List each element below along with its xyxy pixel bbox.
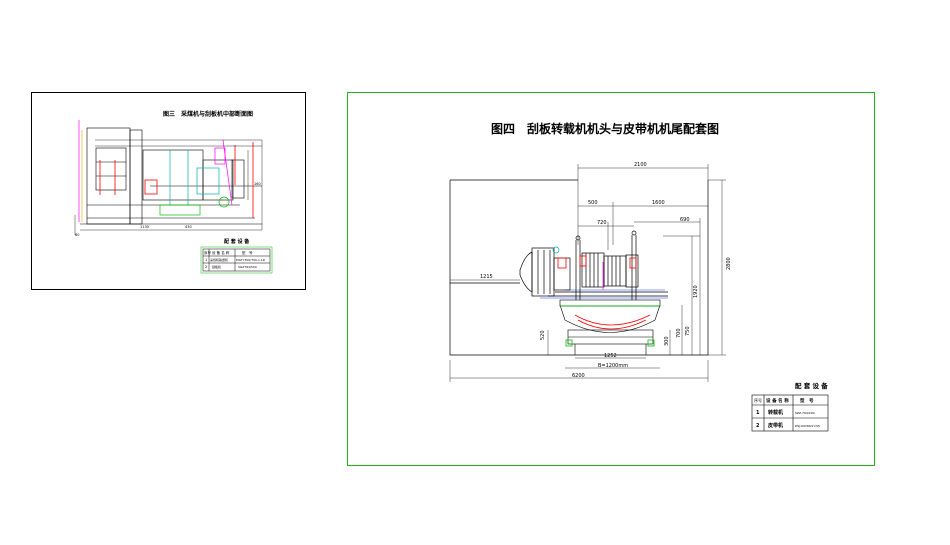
belt-tail — [559, 299, 661, 355]
right-table-r0c0: 1 — [756, 410, 760, 416]
dim-1252: 1252 — [604, 353, 617, 359]
left-dim-1130: 1130 — [140, 225, 149, 229]
dim-1920: 1920 — [693, 285, 699, 298]
left-table-r1c0: 2 — [205, 265, 207, 269]
dim-belt-width: B=1200mm — [598, 363, 628, 369]
left-support-parts — [169, 150, 220, 205]
dim-1215: 1215 — [480, 274, 493, 280]
belt-frame — [540, 289, 668, 299]
left-green-parts — [159, 196, 230, 216]
right-green-details — [560, 305, 660, 347]
left-table-r0c1: 采煤机输送机 — [210, 257, 228, 262]
right-table-lines — [751, 394, 829, 432]
right-table-heading: 配 套 设 备 — [795, 381, 828, 390]
right-table-h0: 序号 — [754, 397, 762, 403]
right-outline — [449, 179, 709, 356]
left-table-r1c1: 刮板机 — [212, 264, 221, 269]
right-table-r1c2: DSJ100/80/2×55 — [795, 424, 820, 428]
left-table-h1: 设 备 名 称 — [212, 250, 230, 255]
right-dimension-lines — [449, 164, 726, 382]
left-table-h2: 型 号 — [242, 250, 253, 255]
right-posts — [575, 230, 637, 300]
left-drawing-sheet — [31, 92, 306, 290]
left-table-r1c2: SGZ764/500 — [238, 265, 257, 269]
right-table-h1: 设 备 名 称 — [766, 397, 789, 404]
dim-700: 700 — [676, 328, 682, 338]
right-sheet-title: 图四 刮板转载机机头与皮带机机尾配套图 — [491, 121, 719, 136]
left-dimension-lines — [74, 139, 263, 235]
dim-2100: 2100 — [634, 162, 647, 168]
left-table-r0c0: 1 — [205, 258, 207, 262]
right-red-details — [557, 255, 651, 330]
left-sheet-title: 图三 采煤机与刮板机中部断面图 — [163, 110, 253, 118]
left-table-lines — [202, 248, 271, 272]
left-red-details — [99, 142, 254, 218]
dim-1600: 1600 — [652, 200, 665, 206]
left-table-r0c2: MGTY300/700-1.1D — [236, 258, 266, 262]
left-dim-430: 430 — [185, 225, 192, 229]
right-cyan-details — [552, 246, 560, 254]
dim-750: 750 — [685, 326, 691, 336]
dim-2800: 2800 — [726, 257, 732, 270]
right-table-h2: 型 号 — [800, 397, 814, 404]
dim-690: 690 — [680, 217, 690, 223]
transfer-head — [519, 247, 668, 297]
left-table-border — [200, 246, 273, 274]
dim-300: 300 — [664, 336, 670, 346]
right-table-r0c2: SZZ-764/200 — [795, 411, 815, 415]
dim-6200: 6200 — [572, 373, 585, 379]
dim-520: 520 — [540, 330, 546, 340]
left-dim-60: 60 — [75, 233, 79, 237]
dim-500: 500 — [588, 200, 598, 206]
left-table-heading: 配 套 设 备 — [224, 238, 250, 245]
right-table-r1c1: 皮带机 — [767, 422, 783, 429]
right-drawing-sheet — [347, 92, 875, 466]
left-table-h0: 序号 — [204, 250, 211, 255]
right-table-r1c0: 2 — [756, 423, 760, 429]
right-table-r0c1: 转载机 — [768, 409, 783, 416]
left-shearer-body — [80, 127, 262, 225]
left-dim-160: 160 — [254, 182, 261, 186]
left-magenta-parts — [214, 139, 233, 206]
dim-720: 720 — [597, 220, 607, 226]
